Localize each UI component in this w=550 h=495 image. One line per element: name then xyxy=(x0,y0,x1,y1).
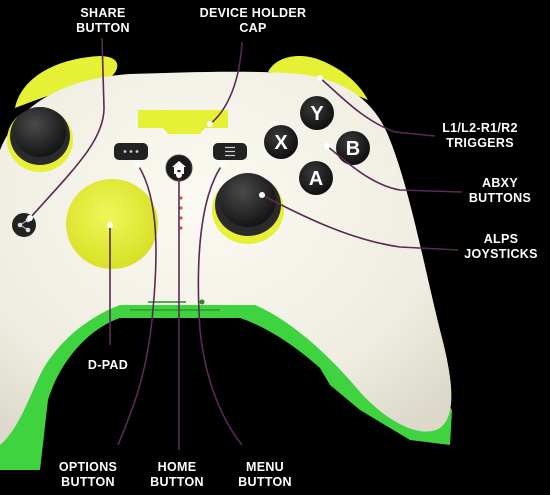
left-bumper xyxy=(15,56,118,108)
controller-body xyxy=(0,71,452,445)
abxy-leader-dot xyxy=(324,143,330,149)
share-leader-dot xyxy=(27,215,33,221)
dpad-leader-dot xyxy=(107,222,113,228)
leader-dots xyxy=(27,75,330,228)
indicator-dot xyxy=(179,216,183,220)
home-icon xyxy=(172,161,186,174)
options-leader-dot xyxy=(135,162,141,168)
triggers-leader-line xyxy=(319,77,436,137)
d-pad-label: D-PAD xyxy=(87,358,129,372)
menu-leader-line xyxy=(197,164,243,446)
options-leader-line xyxy=(117,164,157,446)
abxy-leader-line xyxy=(326,145,463,193)
leader-lines xyxy=(29,37,463,450)
share-leader-line xyxy=(29,37,105,219)
y-button-letter: Y xyxy=(310,103,324,125)
x-button-letter: X xyxy=(274,132,288,154)
indicator-dot xyxy=(179,206,183,210)
b-button xyxy=(336,131,370,165)
a-button xyxy=(299,161,333,195)
device-holder-leader-dot xyxy=(207,121,213,127)
device-holder-leader-line xyxy=(209,41,243,125)
alps-leader-line xyxy=(261,194,459,251)
alps-joysticks-label: ALPS JOYSTICKS xyxy=(464,232,538,261)
hamburger-icon xyxy=(225,146,235,157)
menu-button-label: MENU BUTTON xyxy=(238,460,292,489)
ellipsis-icon xyxy=(123,150,139,153)
share-button-label: SHARE BUTTON xyxy=(76,6,130,35)
indicator-dot xyxy=(179,196,183,200)
home-button-label: HOME BUTTON xyxy=(150,460,204,489)
y-button xyxy=(300,96,334,130)
alps-leader-dot xyxy=(259,192,265,198)
abxy-buttons-label: ABXY BUTTONS xyxy=(468,176,532,205)
left-joystick-cap xyxy=(14,107,66,157)
device-holder-cap-label: DEVICE HOLDER CAP xyxy=(199,6,307,35)
triggers-leader-dot xyxy=(317,75,323,81)
indicator-dot xyxy=(179,226,183,230)
menu-leader-dot xyxy=(219,162,225,168)
x-button xyxy=(264,125,298,159)
port-dot xyxy=(199,299,205,305)
home-leader-dot xyxy=(176,172,182,178)
b-button-letter: B xyxy=(346,138,360,160)
triggers-label: L1/L2-R1/R2 TRIGGERS xyxy=(442,121,518,150)
device-holder-cap xyxy=(138,110,228,134)
options-button-label: OPTIONS BUTTON xyxy=(58,460,118,489)
a-button-letter: A xyxy=(309,168,323,190)
right-joystick-cap xyxy=(220,173,276,227)
